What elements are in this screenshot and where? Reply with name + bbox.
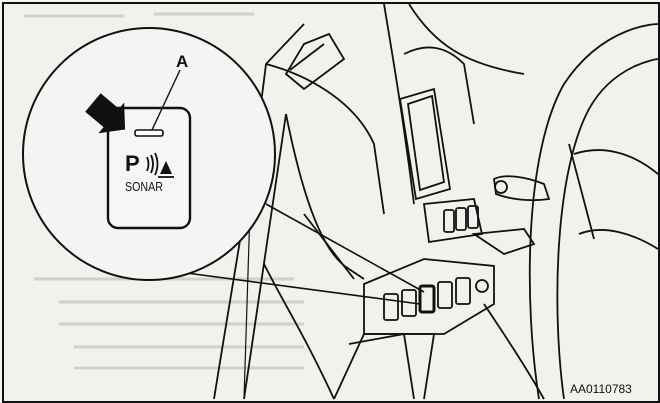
dashboard-drawing [4, 4, 658, 401]
callout-letter-a: A [176, 52, 188, 72]
switch-symbol-p: P [125, 151, 139, 177]
switch-label-sonar: SONAR [125, 179, 163, 194]
indicator-lamp [135, 130, 163, 136]
figure-code: AA0110783 [570, 382, 632, 396]
dashboard-lines [214, 4, 658, 399]
